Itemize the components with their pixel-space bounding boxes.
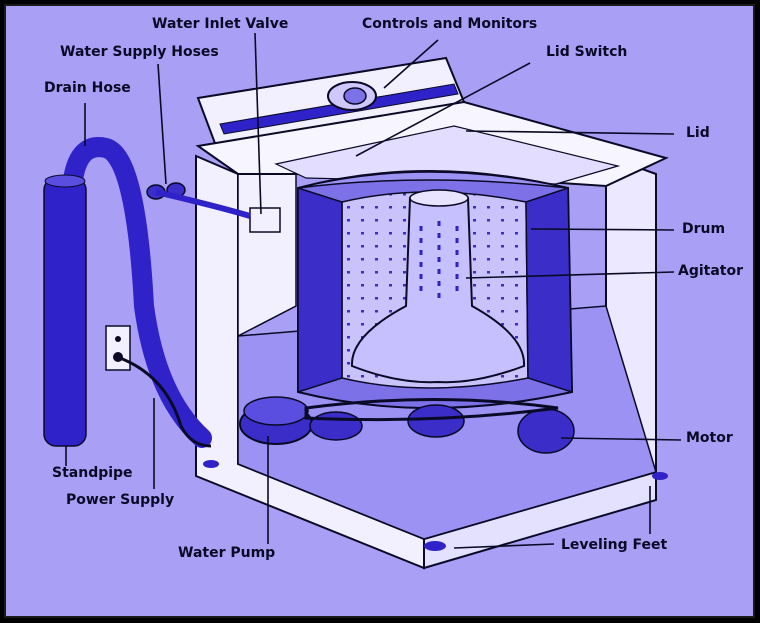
label-agitator: Agitator [678, 263, 744, 279]
label-motor: Motor [686, 430, 733, 446]
power-outlet [105, 325, 212, 448]
agitator [350, 189, 526, 384]
label-water-supply-hoses: Water Supply Hoses [60, 44, 219, 60]
label-power-supply: Power Supply [66, 492, 175, 508]
label-lid: Lid [686, 125, 710, 141]
drive-assembly [239, 396, 575, 454]
label-drain-hose: Drain Hose [44, 80, 131, 96]
diagram-frame: Water Inlet Valve Controls and Monitors … [4, 4, 755, 618]
label-water-pump: Water Pump [178, 545, 276, 561]
washing-machine-illustration [43, 32, 682, 570]
label-leveling-feet: Leveling Feet [561, 537, 668, 553]
label-drum: Drum [682, 221, 726, 237]
label-lid-switch: Lid Switch [546, 44, 628, 60]
label-controls-and-monitors: Controls and Monitors [362, 16, 538, 32]
label-standpipe: Standpipe [52, 465, 133, 481]
leader-lines [65, 32, 682, 549]
drain-system [43, 137, 212, 448]
label-water-inlet-valve: Water Inlet Valve [152, 16, 289, 32]
leveling-feet [203, 460, 668, 551]
water-inlet [146, 182, 281, 233]
